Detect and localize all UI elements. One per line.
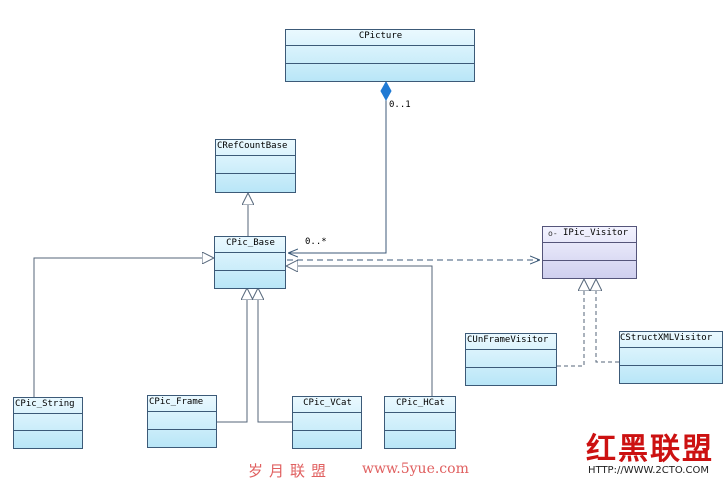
operations-separator <box>466 367 556 368</box>
composition-diamond <box>380 80 392 102</box>
class-name: CPic_Frame <box>149 397 204 407</box>
class-cpic-base[interactable]: CPic_Base <box>214 236 286 289</box>
attributes-separator <box>14 413 82 414</box>
operations-separator <box>148 429 216 430</box>
attributes-separator <box>385 412 455 413</box>
class-name: CPicture <box>358 31 403 41</box>
attributes-separator <box>466 349 556 350</box>
multiplicity-picture-end: 0..1 <box>389 100 411 110</box>
composition-line <box>288 100 387 253</box>
attributes-separator <box>620 347 722 348</box>
attributes-separator <box>216 155 295 156</box>
class-name: CUnFrameVisitor <box>467 335 549 345</box>
watermark-text: 岁月联盟 <box>248 462 333 480</box>
class-name: CPic_VCat <box>303 398 352 408</box>
inheritance-vcat-to-base <box>258 288 292 423</box>
attributes-separator <box>543 242 636 243</box>
class-name: IPic_Visitor <box>562 228 629 238</box>
class-cstructxmlvisitor[interactable]: CStructXMLVisitor <box>619 331 723 384</box>
operations-separator <box>286 63 474 64</box>
class-cpic-vcat[interactable]: CPic_VCat <box>292 396 362 449</box>
inheritance-string-to-base <box>33 258 214 397</box>
interface-lollipop-icon: o- <box>548 229 558 238</box>
operations-separator <box>293 430 361 431</box>
operations-separator <box>620 365 722 366</box>
attributes-separator <box>293 412 361 413</box>
class-name: CStructXMLVisitor <box>620 333 713 343</box>
attributes-separator <box>286 45 474 46</box>
operations-separator <box>14 430 82 431</box>
operations-separator <box>216 173 295 174</box>
operations-separator <box>385 430 455 431</box>
class-crefcountbase[interactable]: CRefCountBase <box>215 139 296 193</box>
class-name: CPic_String <box>15 399 75 409</box>
class-cpicture[interactable]: CPicture <box>285 29 475 82</box>
realization-structxml-to-visitor <box>596 279 619 363</box>
realization-unframe-to-visitor <box>557 279 584 367</box>
watermark-url: www.5yue.com <box>362 461 469 477</box>
interface-ipic-visitor[interactable]: o- IPic_Visitor <box>542 226 637 279</box>
class-cpic-hcat[interactable]: CPic_HCat <box>384 396 456 449</box>
operations-separator <box>543 260 636 261</box>
attributes-separator <box>148 411 216 412</box>
class-name: CPic_Base <box>226 238 275 248</box>
inheritance-hcat-to-base <box>286 266 433 397</box>
inheritance-frame-to-base <box>217 288 247 423</box>
class-cpic-string[interactable]: CPic_String <box>13 397 83 449</box>
class-name: CRefCountBase <box>217 141 288 151</box>
watermark-logo: 红黑联盟 <box>586 432 714 467</box>
attributes-separator <box>215 252 285 253</box>
class-cpic-frame[interactable]: CPic_Frame <box>147 395 217 448</box>
operations-separator <box>215 270 285 271</box>
class-cunframevisitor[interactable]: CUnFrameVisitor <box>465 333 557 386</box>
class-name: CPic_HCat <box>396 398 445 408</box>
multiplicity-base-end: 0..* <box>305 237 327 247</box>
watermark-logo-url: HTTP://WWW.2CTO.COM <box>588 465 709 476</box>
